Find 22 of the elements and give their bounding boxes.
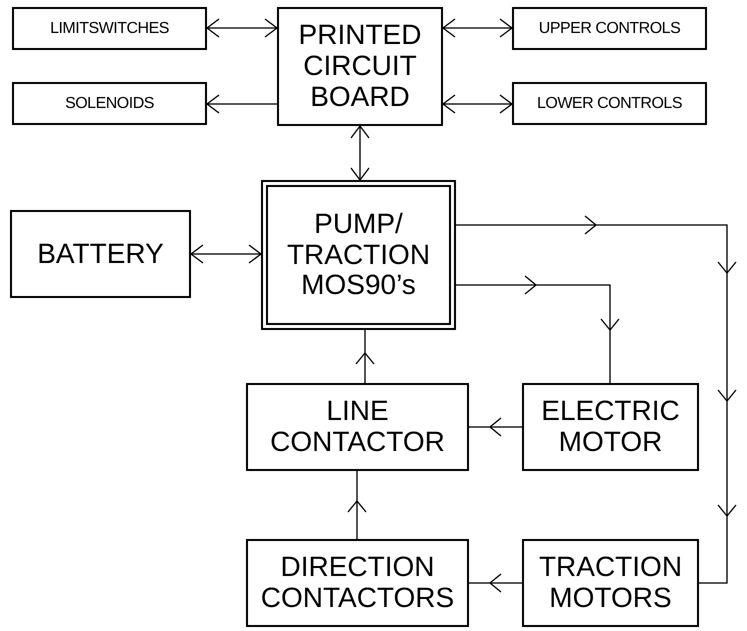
component-box <box>12 7 207 50</box>
component-box <box>246 539 469 627</box>
component-label: LINE CONTACTOR <box>269 396 446 458</box>
component-box <box>277 7 443 126</box>
component-box <box>261 180 456 330</box>
component-label: SOLENOIDS <box>65 94 154 112</box>
component-label: LOWER CONTROLS <box>536 94 682 112</box>
component-label: UPPER CONTROLS <box>538 20 680 38</box>
component-box <box>12 82 207 125</box>
component-label: TRACTION MOTORS <box>538 552 684 614</box>
component-label: PRINTED CIRCUIT BOARD <box>298 20 422 113</box>
component-label: DIRECTION CONTACTORS <box>260 552 456 614</box>
component-box <box>522 539 699 627</box>
component-label: LIMITSWITCHES <box>50 20 169 38</box>
component-box <box>10 210 191 298</box>
component-label: PUMP/ TRACTION MOS90’s <box>286 208 432 302</box>
component-box <box>512 7 707 50</box>
component-label: BATTERY <box>37 238 164 270</box>
component-box <box>512 82 707 125</box>
component-label: ELECTRIC MOTOR <box>540 396 681 458</box>
component-box <box>246 383 469 471</box>
component-box <box>522 383 699 471</box>
